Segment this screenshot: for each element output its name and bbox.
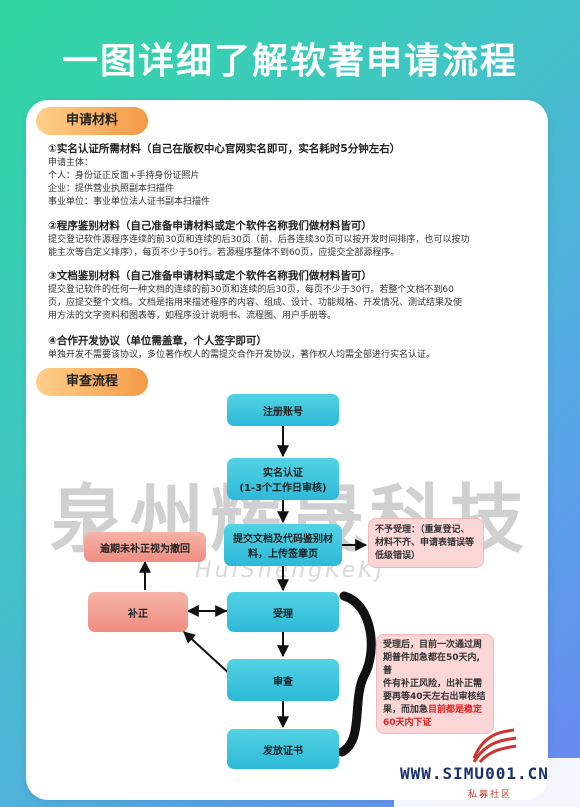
node-examine: 审查	[227, 659, 339, 701]
section-heading: ④合作开发协议（单位需盖章，个人签字即可）	[48, 335, 267, 347]
section-agreement: ④合作开发协议（单位需盖章，个人签字即可） 单独开发不需要该协议，多位著作权人的…	[48, 333, 548, 362]
section-heading: ①实名认证所需材料（自己在版权中心官网实名即可，实名耗时5分钟左右）	[48, 143, 401, 155]
note-line: 不予受理：（重复登记、	[375, 524, 470, 535]
node-label: 料，上传签章页	[248, 549, 318, 560]
node-label: 实名认证	[263, 468, 303, 479]
section-line: 单独开发不需要该协议，多位著作权人的需提交合作开发协议，著作权人均需全部进行实名…	[48, 350, 436, 360]
node-register: 注册账号	[227, 394, 339, 426]
section-heading: ③文档鉴别材料（自己准备申请材料或定个软件名称我们做材料皆可）	[48, 270, 372, 282]
node-sub-label: (1-3个工作日审核)	[239, 483, 327, 494]
node-label: 受理	[273, 608, 293, 620]
section-line: 提交登记软件源程序连续的前30页和连续的后30页（前、后各连续30页可以按开发时…	[48, 235, 470, 245]
brand-background	[394, 758, 580, 807]
note-text: 果，而加急	[383, 705, 429, 715]
node-submit: 提交文档及代码鉴别材 料，上传签章页	[224, 524, 342, 566]
brand-logo-icon	[472, 728, 517, 764]
section-line: 事业单位：事业单位法人证书副本扫描件	[48, 197, 211, 207]
section-line: 页，应提交整个文档。文档是指用来描述程序的内容、组成、设计、功能规格、开发情况、…	[48, 298, 463, 308]
node-label: 提交文档及代码鉴别材	[233, 534, 333, 545]
review-pill: 审查流程	[36, 368, 149, 396]
node-label: 审查	[273, 676, 293, 688]
arrow-examine-supplement	[183, 631, 233, 677]
node-overdue: 逾期未补正视为撤回	[84, 532, 206, 562]
note-line: 果，而加急目前都是稳定60天内下证	[383, 704, 487, 730]
node-accept: 受理	[227, 592, 339, 632]
node-label: 逾期未补正视为撤回	[100, 543, 190, 555]
timing-note: 受理后，目前一次通过周 期普件加急都在50天内,普 件有补正风险，出补正需 要再…	[376, 634, 494, 734]
page-title: 一图详细了解软著申请流程	[61, 41, 518, 82]
reject-note: 不予受理：（重复登记、 材料不齐、申请表错误等 低级错误）	[368, 518, 484, 568]
node-certificate: 发放证书	[227, 729, 339, 769]
materials-pill: 申请材料	[36, 107, 149, 135]
node-label: 注册账号	[263, 406, 303, 418]
node-supplement: 补正	[88, 592, 188, 632]
note-line: 低级错误）	[375, 550, 421, 561]
section-line: 申请主体：	[48, 158, 94, 168]
section-line: 企业：提供营业执照副本扫描件	[48, 184, 175, 194]
section-program: ②程序鉴别材料（自己准备申请材料或定个软件名称我们做材料皆可） 提交登记软件源程…	[48, 218, 548, 260]
section-line: 能主次等自定义排序），每页不少于50行。若源程序整体不到60页，应提交全部源程序…	[48, 248, 400, 258]
section-line: 提交登记软件的任何一种文档的连续的前30页和连续的后30页，每页不少于30行。若…	[48, 285, 454, 295]
section-document: ③文档鉴别材料（自己准备申请材料或定个软件名称我们做材料皆可） 提交登记软件的任…	[48, 268, 548, 323]
section-line: 个人：身份证正反面+手持身份证照片	[48, 171, 200, 181]
note-highlight: 目前都是稳定60天内下证	[383, 705, 483, 728]
node-label: 发放证书	[263, 745, 303, 757]
section-line: 用方法的文字资料和图表等，如程序设计说明书、流程图、用户手册等。	[48, 311, 337, 321]
brand-sub: 私募社区	[468, 790, 513, 800]
brace-shape	[337, 591, 376, 757]
note-line: 材料不齐、申请表错误等	[375, 537, 475, 548]
node-label: 补正	[128, 608, 148, 620]
note-line: 受理后，目前一次通过周	[383, 640, 483, 650]
note-line: 期普件加急都在50天内,普	[383, 653, 480, 676]
brand-site[interactable]: WWW.SIMU001.CN	[400, 764, 549, 783]
node-verify: 实名认证 (1-3个工作日审核)	[227, 458, 339, 500]
section-heading: ②程序鉴别材料（自己准备申请材料或定个软件名称我们做材料皆可）	[48, 220, 372, 232]
section-real-name: ①实名认证所需材料（自己在版权中心官网实名即可，实名耗时5分钟左右） 申请主体：…	[48, 141, 548, 209]
note-line: 要再等40天左右出审核结	[383, 692, 486, 702]
note-line: 件有补正风险，出补正需	[383, 679, 483, 689]
